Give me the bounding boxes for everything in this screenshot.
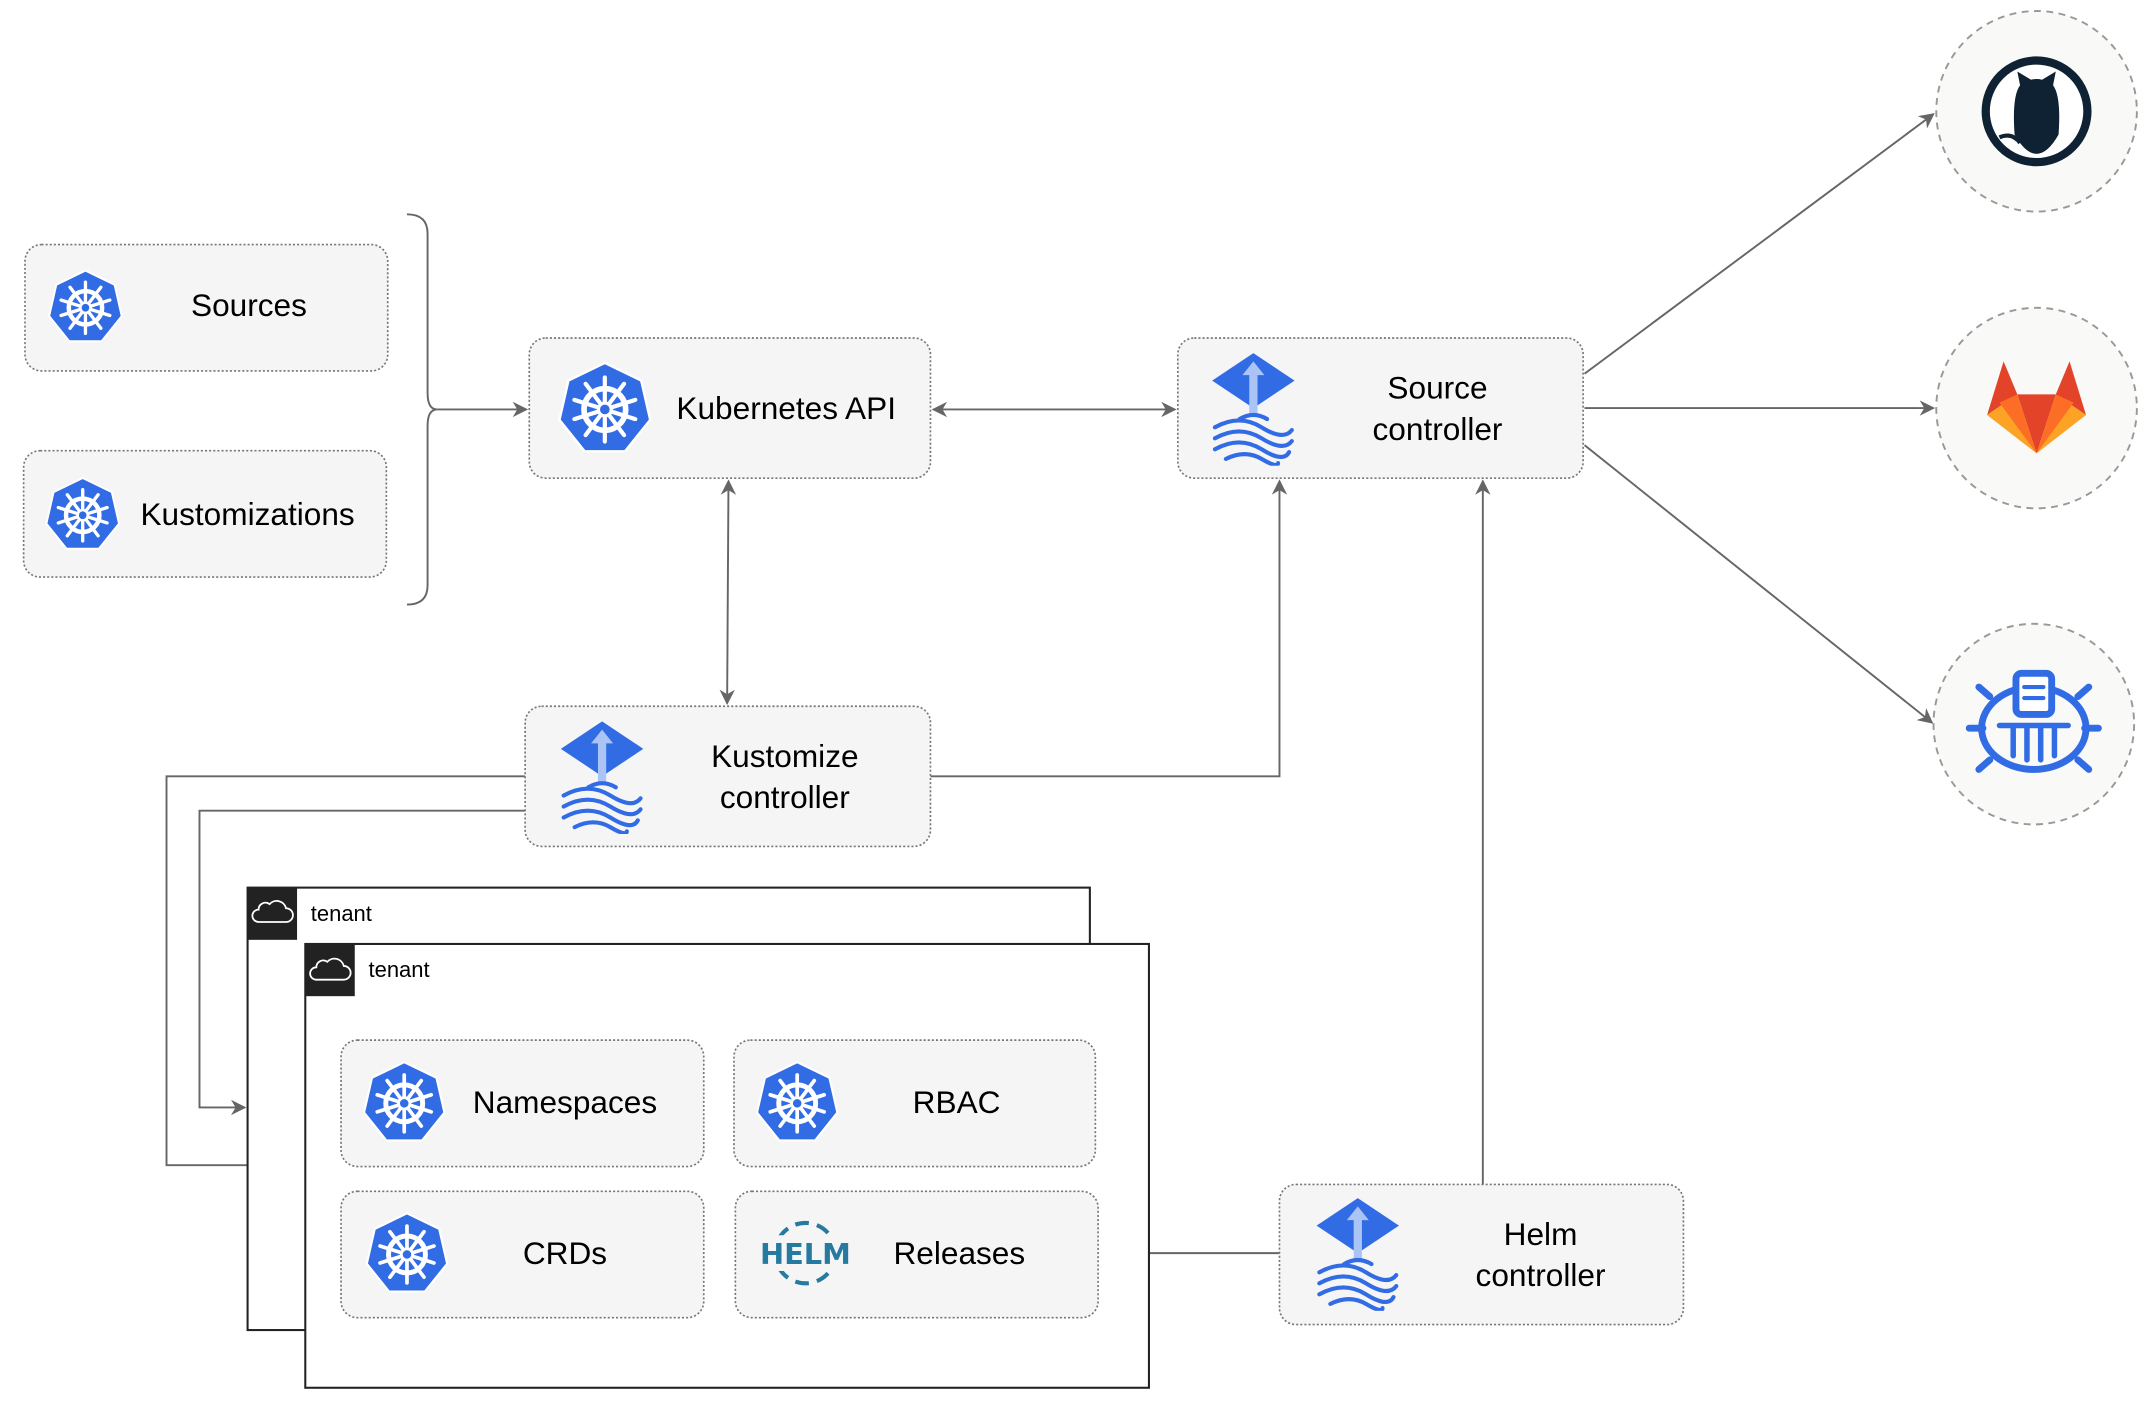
kustomize-controller-label-1: Kustomize <box>711 738 858 774</box>
sources-label: Sources <box>191 287 307 323</box>
edge-kustomize-to-tenant-front <box>165 775 526 1173</box>
source-controller-label-2: controller <box>1373 411 1503 447</box>
namespaces-label: Namespaces <box>473 1084 657 1120</box>
crds-label: CRDs <box>523 1235 607 1271</box>
bucket-icon <box>1965 669 2102 773</box>
tenant-front[interactable]: tenant Namespaces RBAC CRDs HELM Release… <box>304 942 1150 1389</box>
helm-controller-node[interactable]: Helm controller <box>1278 1183 1685 1326</box>
source-controller-label-1: Source <box>1387 370 1487 406</box>
kustomize-controller-node[interactable]: Kustomize controller <box>524 705 932 848</box>
releases-label: Releases <box>893 1235 1025 1271</box>
helm-controller-label-2: controller <box>1476 1257 1606 1293</box>
crds-node[interactable]: CRDs <box>340 1190 705 1319</box>
gitlab-icon <box>1987 361 2087 454</box>
source-controller-node[interactable]: Source controller <box>1176 337 1584 479</box>
github-icon <box>1981 56 2092 167</box>
svg-text:HELM: HELM <box>760 1237 851 1271</box>
tenant-label: tenant <box>311 901 372 926</box>
rbac-node[interactable]: RBAC <box>733 1039 1097 1168</box>
gitlab-node[interactable] <box>1935 306 2138 510</box>
helm-controller-label-1: Helm <box>1504 1216 1578 1252</box>
edges <box>165 113 1936 1261</box>
cloud-icon <box>309 957 352 981</box>
releases-node[interactable]: HELM Releases <box>734 1190 1099 1319</box>
kustomize-controller-label-2: controller <box>720 779 850 815</box>
namespaces-node[interactable]: Namespaces <box>340 1039 705 1168</box>
edge-source-to-bucket <box>1583 444 1934 724</box>
kubernetes-api-label: Kubernetes API <box>676 390 896 426</box>
kustomizations-node[interactable]: Kustomizations <box>22 449 388 578</box>
rbac-label: RBAC <box>913 1084 1001 1120</box>
helm-icon: HELM <box>760 1220 851 1286</box>
bucket-node[interactable] <box>1932 622 2136 826</box>
tenant-label: tenant <box>369 957 430 982</box>
cloud-icon <box>251 900 294 923</box>
github-node[interactable] <box>1935 10 2138 213</box>
edge-kustomize-to-tenant-back <box>198 809 526 1116</box>
edge-source-to-github <box>1583 113 1935 375</box>
edge-kustomize-to-source <box>930 479 1288 778</box>
edge-api-kustomize-controller <box>719 479 737 706</box>
kustomizations-label: Kustomizations <box>140 496 354 532</box>
brace <box>406 213 438 606</box>
kubernetes-api-node[interactable]: Kubernetes API <box>528 337 932 479</box>
sources-node[interactable]: Sources <box>24 243 389 372</box>
